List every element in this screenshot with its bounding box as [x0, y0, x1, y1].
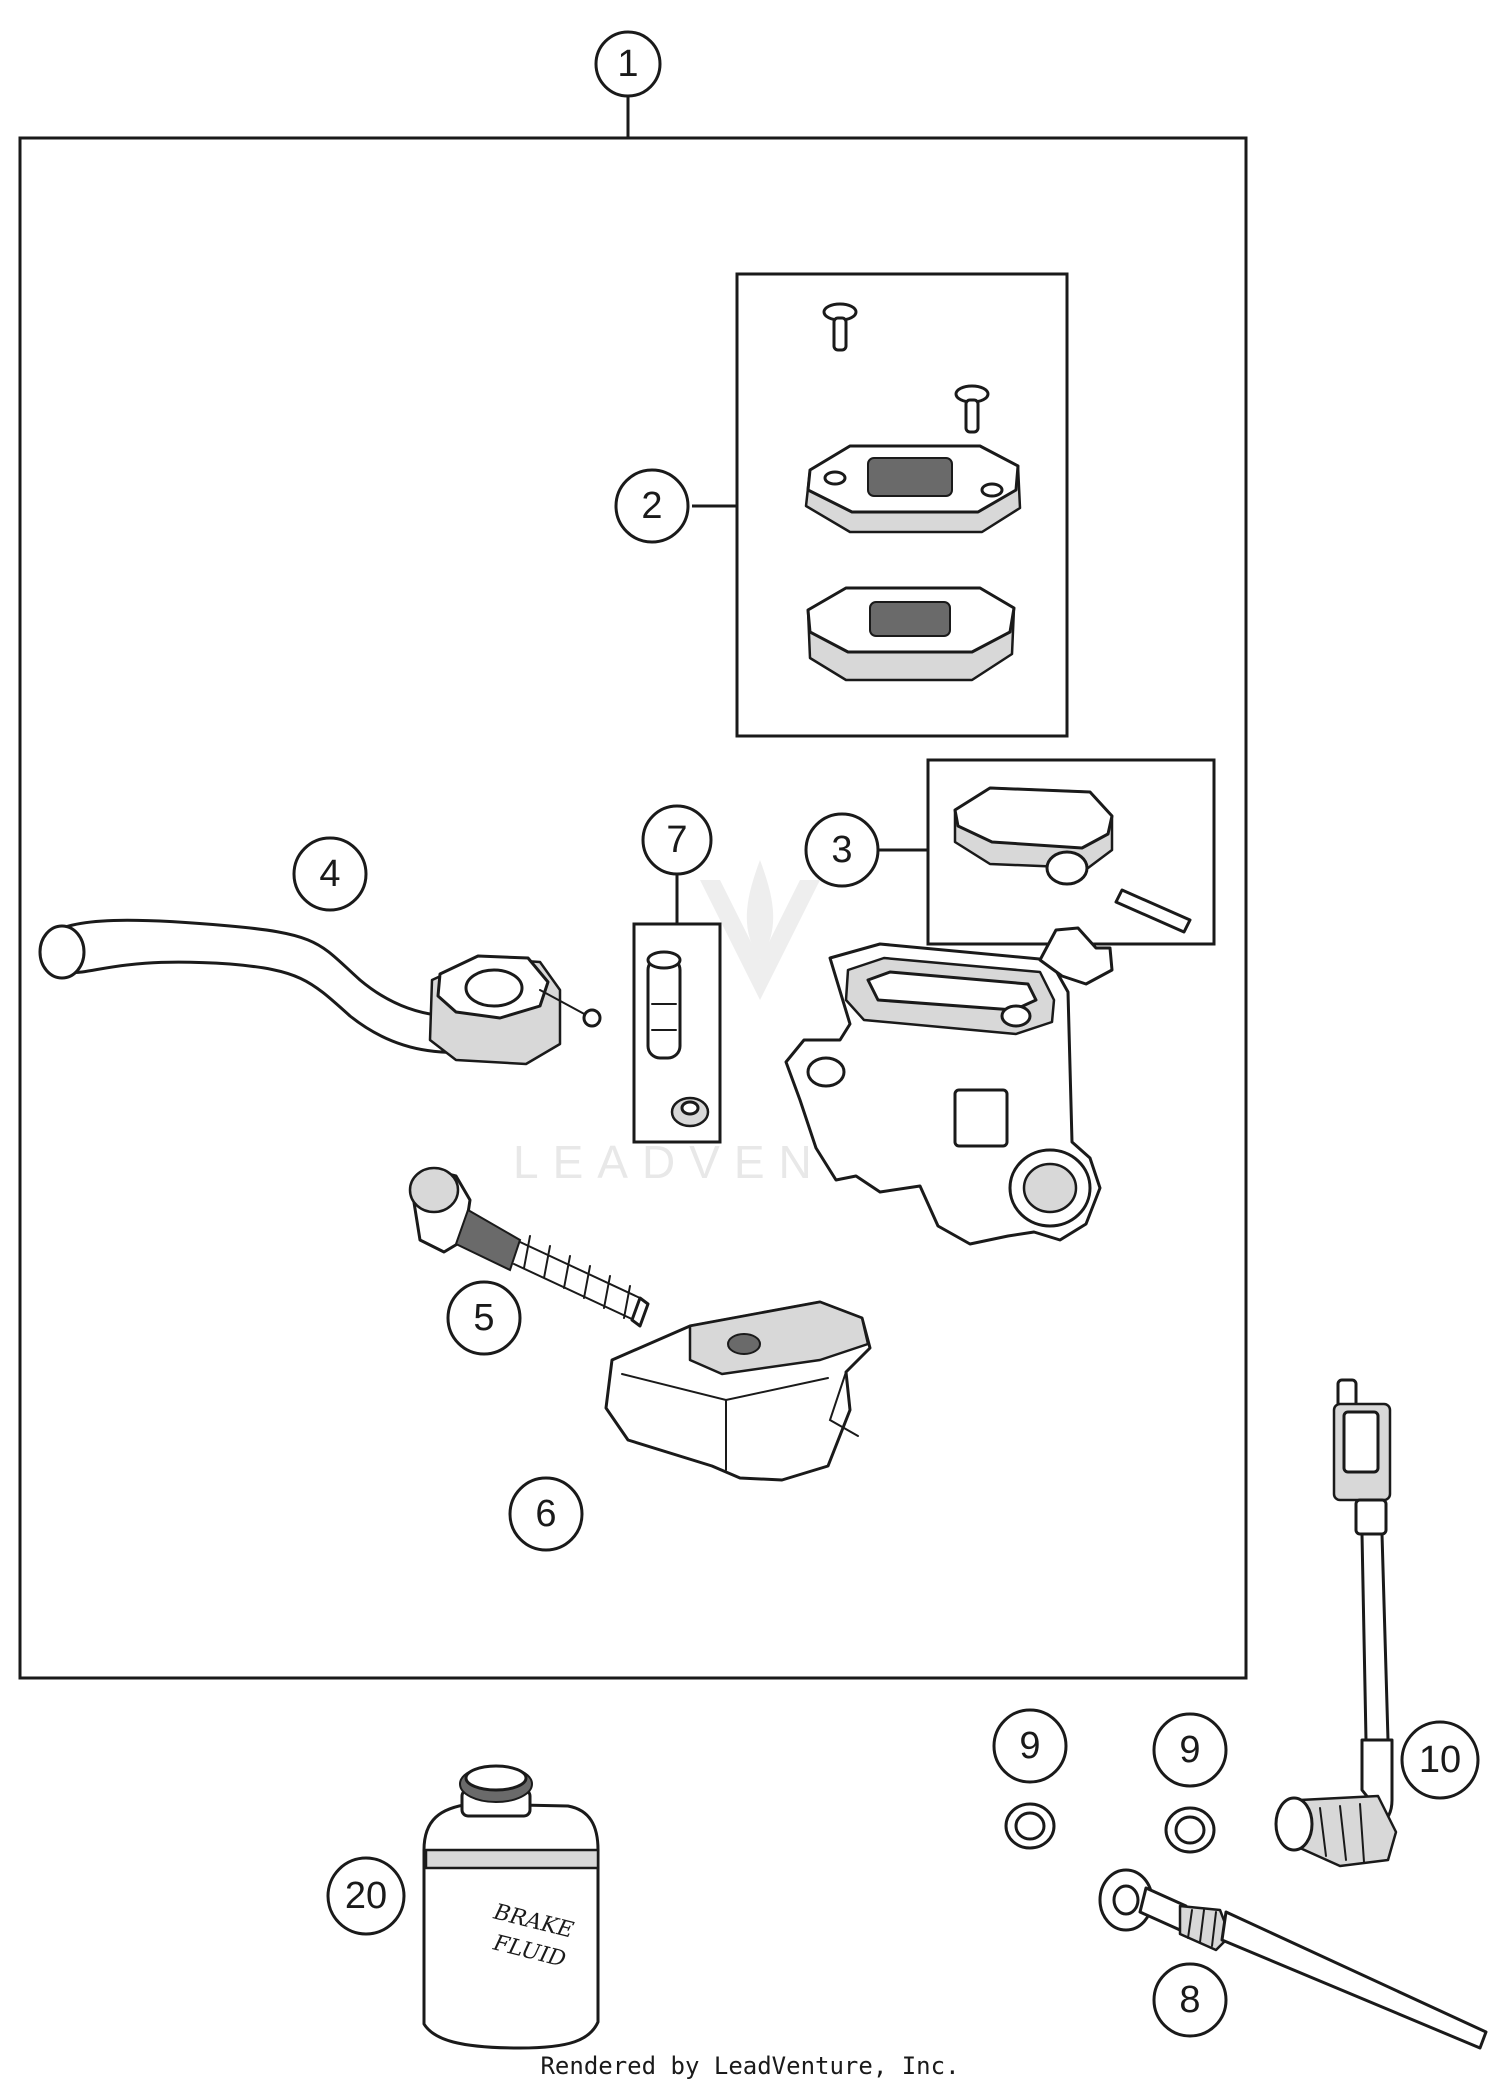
callout-20-number: 20: [345, 1875, 387, 1917]
callout-7[interactable]: 7: [641, 804, 713, 876]
piston-kit: [646, 950, 710, 1128]
callout-3-number: 3: [831, 829, 852, 871]
render-credit: Rendered by LeadVenture, Inc.: [540, 2052, 960, 2080]
callout-5[interactable]: 5: [446, 1280, 522, 1356]
callout-4[interactable]: 4: [292, 836, 368, 912]
callout-9-right[interactable]: 9: [1152, 1712, 1228, 1788]
callout-4-number: 4: [319, 853, 340, 895]
callout-10[interactable]: 10: [1400, 1720, 1480, 1800]
protection-cover: [604, 1300, 872, 1482]
callout-1[interactable]: 1: [594, 30, 662, 98]
handlebar-clamp-kit: [953, 786, 1192, 934]
callout-9-left-number: 9: [1019, 1725, 1040, 1767]
reservoir-cover-kit: [804, 302, 1022, 682]
callout-6-number: 6: [535, 1493, 556, 1535]
callout-1-number: 1: [617, 43, 638, 85]
callout-7-number: 7: [666, 819, 687, 861]
adjuster-spring: [408, 1166, 650, 1328]
master-cylinder-body: [784, 926, 1114, 1246]
callout-5-number: 5: [473, 1297, 494, 1339]
brake-line: [1098, 1868, 1488, 2050]
assembly-box: [18, 136, 1248, 1680]
callout-6[interactable]: 6: [508, 1476, 584, 1552]
callout-9-left[interactable]: 9: [992, 1708, 1068, 1784]
callout-3[interactable]: 3: [804, 812, 880, 888]
callout-8-number: 8: [1179, 1979, 1200, 2021]
sealing-ring-left: [1004, 1802, 1056, 1850]
callout-2[interactable]: 2: [614, 468, 690, 544]
brake-lever: [38, 918, 602, 1066]
callout-9-right-number: 9: [1179, 1729, 1200, 1771]
callout-10-number: 10: [1419, 1739, 1461, 1781]
callout-20[interactable]: 20: [326, 1856, 406, 1936]
brake-light-switch: [1274, 1378, 1398, 1868]
callout-8[interactable]: 8: [1152, 1962, 1228, 2038]
brake-fluid-can: BRAKE FLUID: [422, 1764, 600, 2050]
sealing-ring-right: [1164, 1806, 1216, 1854]
callout-2-number: 2: [641, 485, 662, 527]
